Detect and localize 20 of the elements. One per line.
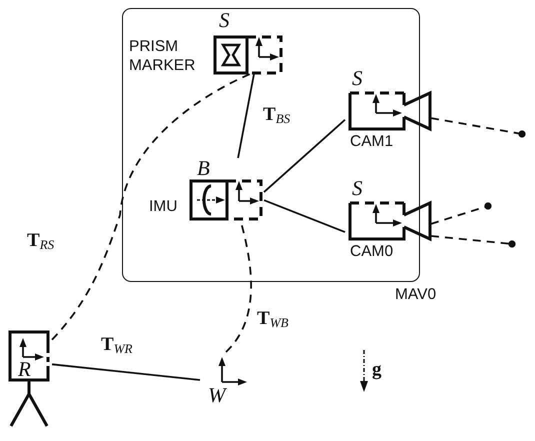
- component-label: CAM0: [350, 242, 394, 261]
- dashed-connector: [430, 235, 516, 248]
- dashed-connector: [430, 117, 526, 138]
- frame-symbol: B: [197, 157, 210, 179]
- dashed-connector: [430, 202, 492, 225]
- connector-line: [263, 119, 346, 193]
- dashed-connector: [51, 73, 250, 340]
- frame-symbol: S: [219, 9, 230, 31]
- component-label: PRISM MARKER: [129, 37, 196, 75]
- connector-line: [264, 199, 346, 233]
- connector-line: [237, 74, 255, 158]
- component-label: IMU: [149, 197, 178, 216]
- gravity-label: g: [372, 360, 382, 380]
- component-label: CAM1: [350, 132, 394, 151]
- frame-symbol: W: [208, 384, 226, 406]
- frame-symbol: S: [352, 67, 362, 89]
- connector-line: [52, 363, 200, 381]
- frame-symbol: S: [352, 177, 362, 199]
- component-label: MAV0: [395, 285, 436, 304]
- frame-symbol: R: [18, 358, 31, 380]
